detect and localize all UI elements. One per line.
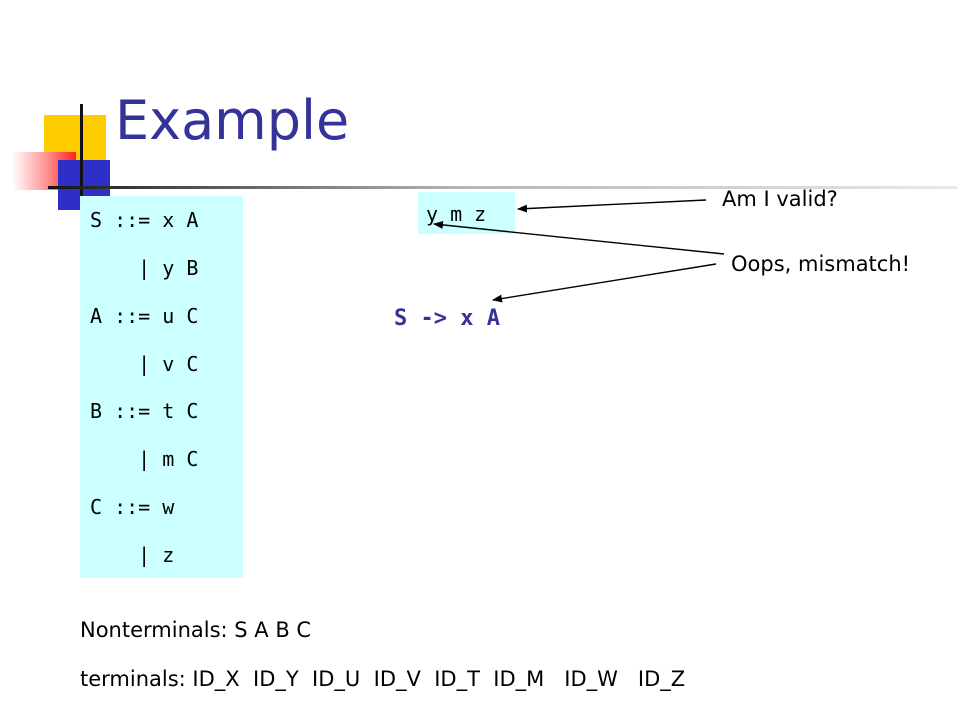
arrow-mismatch-to-derivation — [492, 263, 717, 303]
grammar-line: | v C — [90, 352, 199, 376]
grammar-line: C ::= w — [90, 495, 175, 519]
arrow-mismatch-to-input — [433, 220, 725, 255]
grammar-line: | z — [90, 543, 175, 567]
arrow-valid-to-input — [517, 199, 707, 213]
input-string: y m z — [426, 202, 487, 226]
grammar-line: A ::= u C — [90, 304, 199, 328]
mismatch-note: Oops, mismatch! — [731, 252, 911, 276]
valid-question-note: Am I valid? — [722, 187, 838, 211]
slide-title: Example — [115, 89, 350, 152]
decor-horizontal-rule — [48, 186, 958, 189]
decor-vertical-line — [80, 104, 83, 208]
grammar-line: B ::= t C — [90, 399, 199, 423]
nonterminals-text: Nonterminals: S A B C — [80, 618, 312, 642]
grammar-line: | y B — [90, 256, 199, 280]
terminals-text: terminals: ID_X ID_Y ID_U ID_V ID_T ID_M… — [80, 667, 686, 691]
grammar-box: S ::= x A | y B A ::= u C | v C B ::= t … — [80, 196, 243, 578]
derivation-step: S -> x A — [394, 306, 500, 331]
grammar-line: S ::= x A — [90, 208, 199, 232]
grammar-line: | m C — [90, 447, 199, 471]
